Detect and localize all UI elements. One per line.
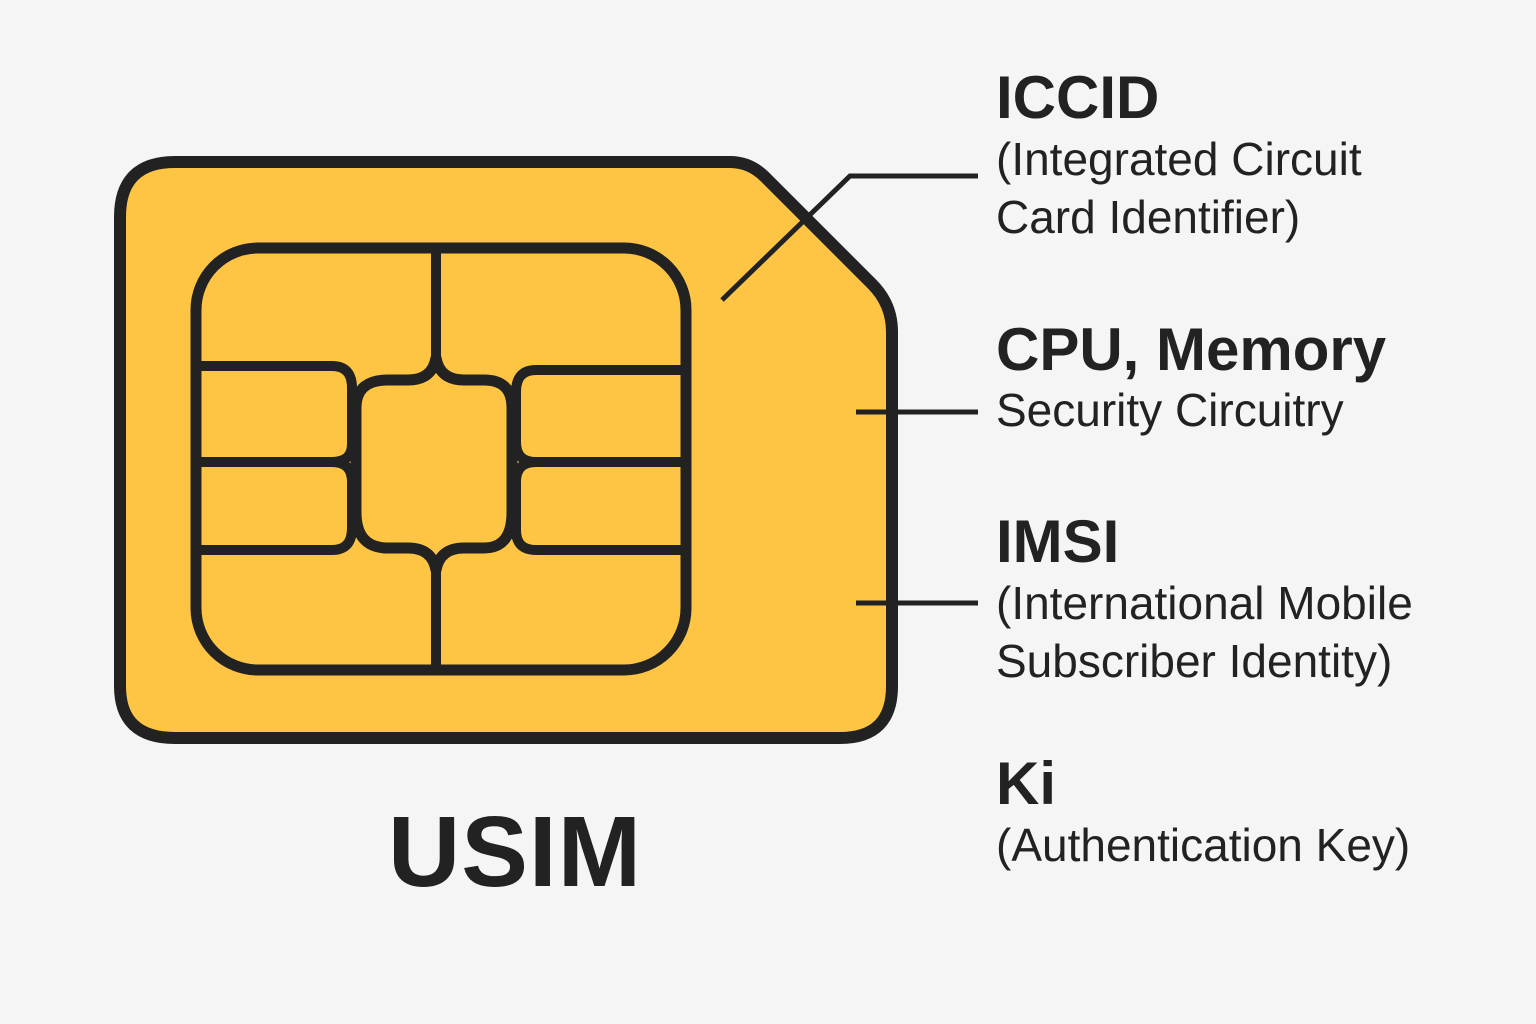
leader-lines xyxy=(720,173,978,606)
label-iccid: ICCID (Integrated Circuit Card Identifie… xyxy=(996,66,1362,246)
leader-line-iccid xyxy=(720,173,978,302)
chip-center-pad xyxy=(350,352,518,576)
label-cpu-memory: CPU, Memory Security Circuitry xyxy=(996,318,1386,438)
label-cpu-memory-title: CPU, Memory xyxy=(996,316,1387,383)
diagram-caption: USIM xyxy=(388,796,642,908)
label-ki-title: Ki xyxy=(996,750,1056,817)
label-iccid-line-2: Card Identifier) xyxy=(996,191,1301,243)
label-ki-line-1: (Authentication Key) xyxy=(996,819,1411,871)
label-iccid-title: ICCID xyxy=(996,64,1160,131)
label-imsi-title: IMSI xyxy=(996,508,1120,575)
label-imsi-line-2: Subscriber Identity) xyxy=(996,635,1393,687)
chip-line-left-lower xyxy=(193,457,357,555)
chip-contact-lines xyxy=(193,245,689,673)
chip-line-right-lower xyxy=(511,457,689,555)
label-imsi: IMSI (International Mobile Subscriber Id… xyxy=(996,510,1413,690)
label-ki: Ki (Authentication Key) xyxy=(996,752,1410,874)
label-imsi-line-1: (International Mobile xyxy=(996,577,1413,629)
label-cpu-memory-line-1: Security Circuitry xyxy=(996,384,1344,436)
label-iccid-line-1: (Integrated Circuit xyxy=(996,133,1362,185)
